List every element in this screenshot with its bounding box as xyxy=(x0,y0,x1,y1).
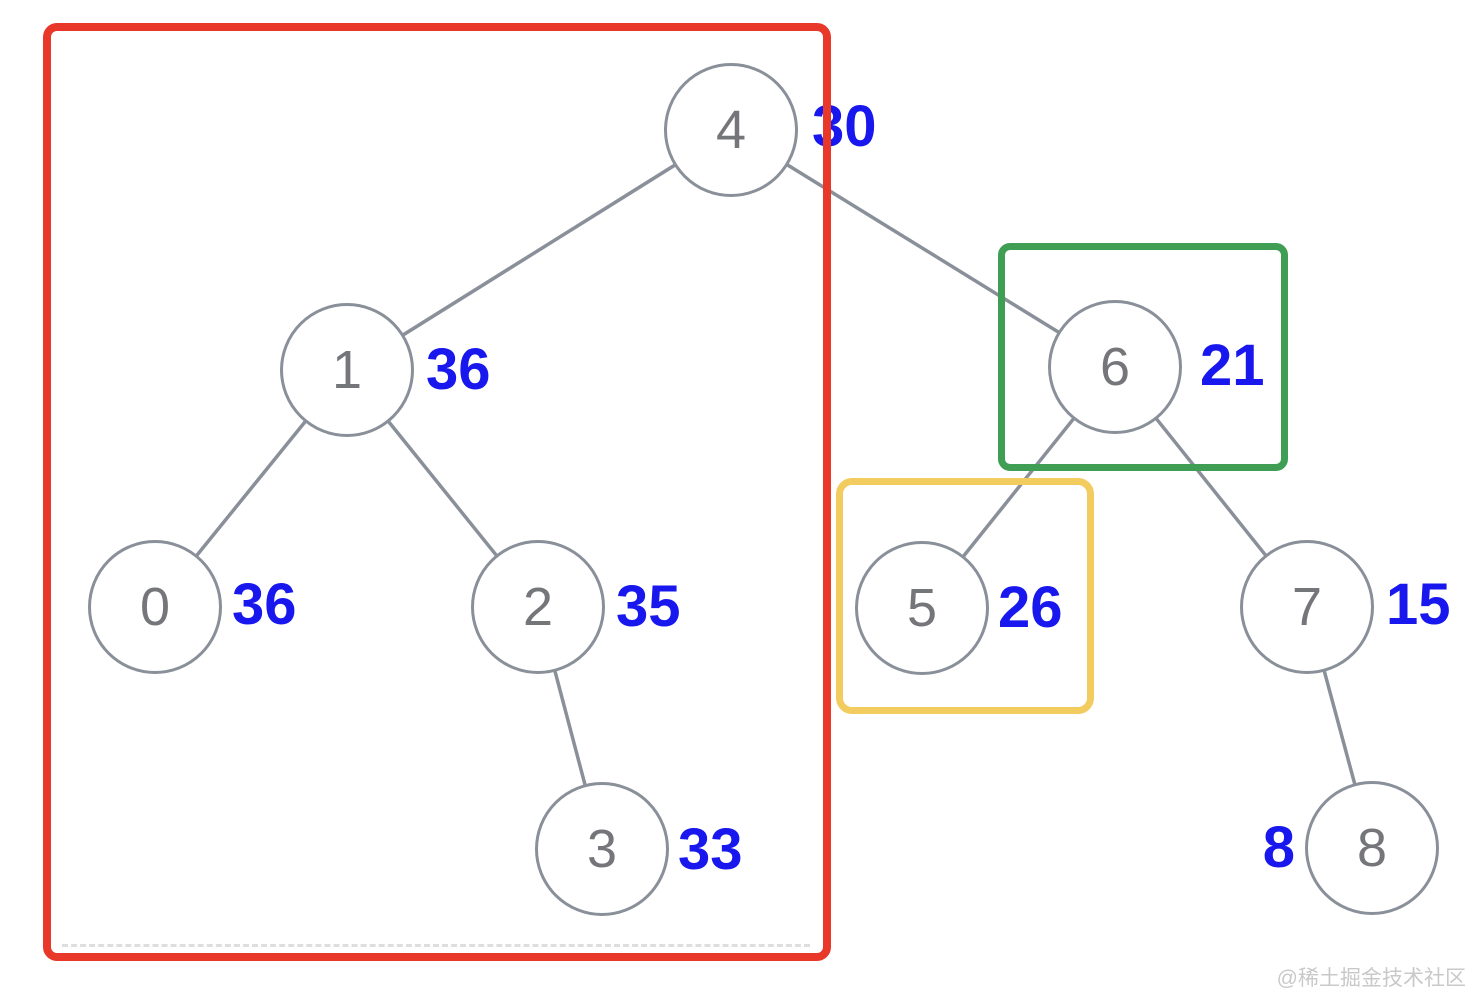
tree-node-6: 6 xyxy=(1048,300,1182,434)
node-label-7: 7 xyxy=(1291,577,1323,637)
watermark: @稀土掘金技术社区 xyxy=(1276,967,1466,990)
tree-node-7: 7 xyxy=(1240,540,1374,674)
node-label-5: 5 xyxy=(906,578,938,638)
node-value-5: 26 xyxy=(998,575,1063,640)
node-value-4: 30 xyxy=(812,94,877,159)
tree-node-2: 2 xyxy=(471,540,605,674)
node-value-6: 21 xyxy=(1200,333,1265,398)
node-value-3: 33 xyxy=(678,817,743,882)
node-label-4: 4 xyxy=(715,100,747,160)
dashed-guide-line xyxy=(62,944,810,947)
edge-4-6 xyxy=(730,128,1116,369)
node-value-7: 15 xyxy=(1386,572,1451,637)
node-label-0: 0 xyxy=(139,577,171,637)
node-label-1: 1 xyxy=(331,340,363,400)
node-value-2: 35 xyxy=(616,574,681,639)
tree-node-0: 0 xyxy=(88,540,222,674)
tree-node-8: 8 xyxy=(1305,781,1439,915)
node-value-0: 36 xyxy=(232,572,297,637)
tree-node-1: 1 xyxy=(280,303,414,437)
node-value-1: 36 xyxy=(426,337,491,402)
node-label-8: 8 xyxy=(1356,818,1388,878)
tree-node-3: 3 xyxy=(535,782,669,916)
node-label-6: 6 xyxy=(1099,337,1131,397)
node-value-8: 8 xyxy=(1262,815,1295,880)
node-label-2: 2 xyxy=(522,577,554,637)
tree-node-5: 5 xyxy=(855,541,989,675)
tree-node-4: 4 xyxy=(664,63,798,197)
node-label-3: 3 xyxy=(586,819,618,879)
edge-4-1 xyxy=(346,128,732,372)
